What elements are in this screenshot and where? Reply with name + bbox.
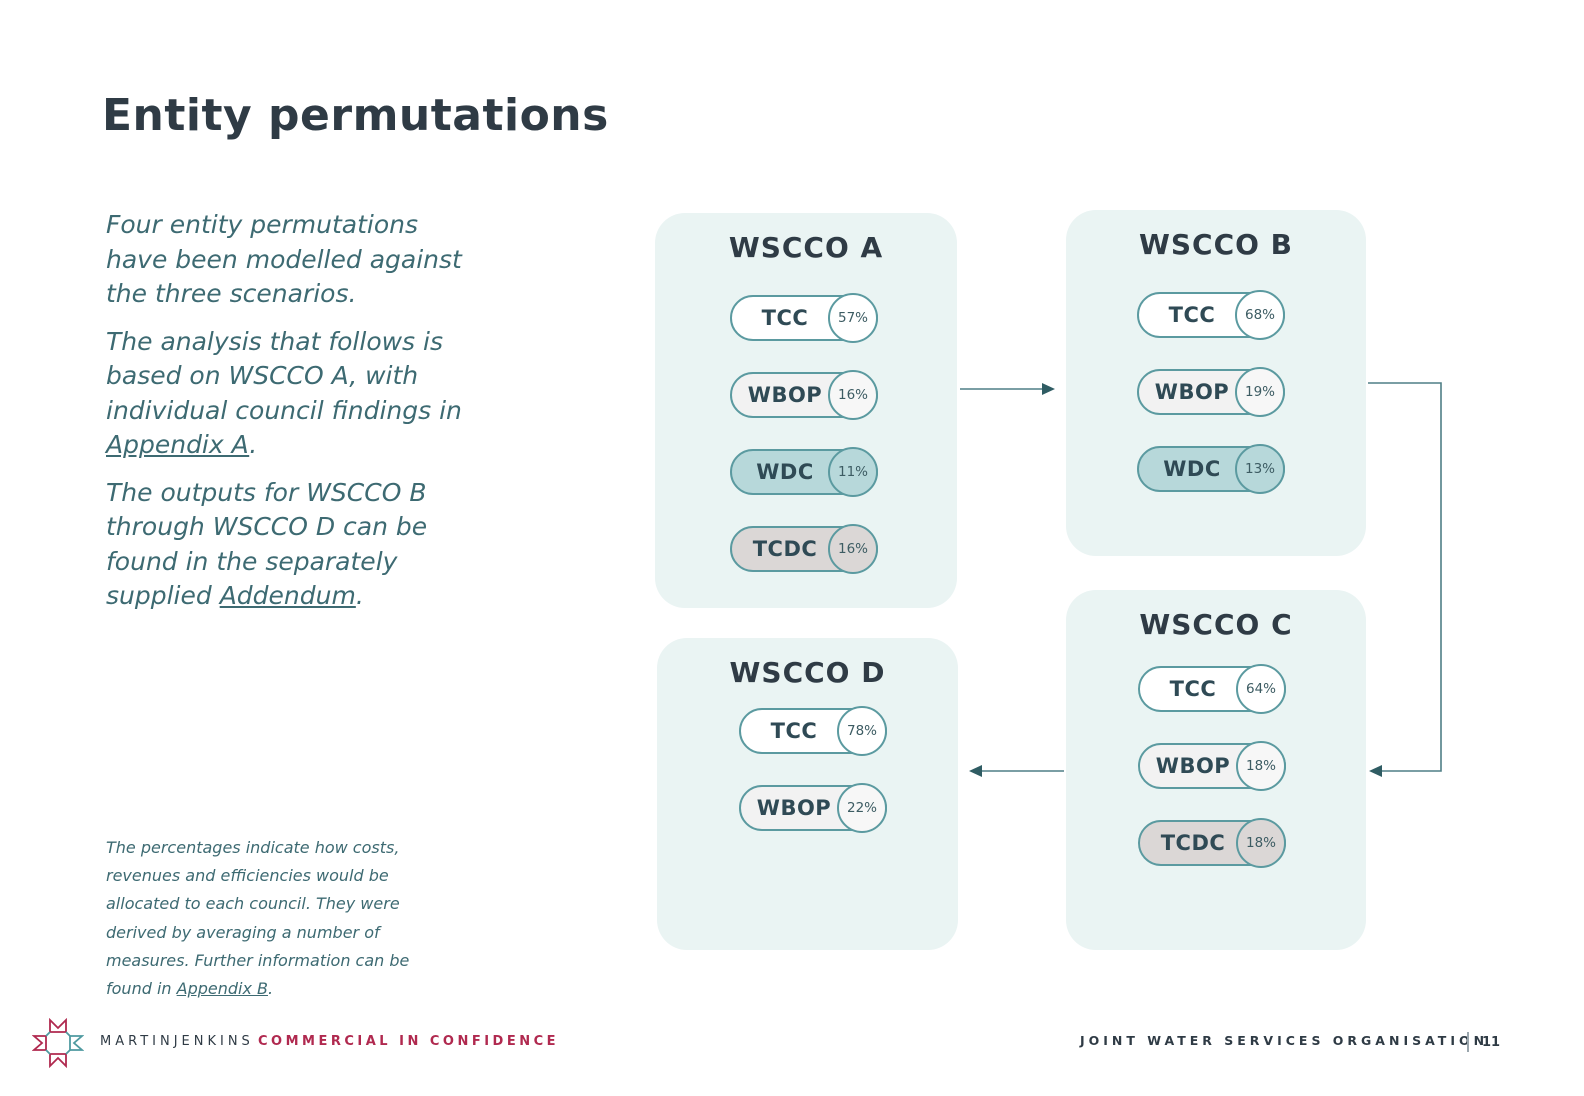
panel-wscco-b: WSCCO B TCC 68% WBOP 19% WDC 13% [1066, 210, 1366, 556]
entity-pill: WBOP 22% [739, 783, 887, 833]
entity-pill: TCDC 18% [1138, 818, 1286, 868]
entity-pill: TCDC 16% [730, 524, 878, 574]
entity-percentage: 57% [828, 293, 878, 343]
entity-label: WBOP [756, 796, 832, 820]
footnote-text: The percentages indicate how costs, reve… [106, 834, 446, 1003]
entity-label: WDC [1163, 457, 1221, 481]
arrowhead-icon [969, 765, 982, 777]
entity-percentage: 18% [1236, 741, 1286, 791]
footer-divider [1467, 1032, 1469, 1052]
entity-percentage: 16% [828, 370, 878, 420]
paragraph-2-end: . [249, 430, 258, 459]
appendix-b-link[interactable]: Appendix B [176, 979, 268, 999]
confidentiality-label: COMMERCIAL IN CONFIDENCE [258, 1034, 560, 1049]
panel-title-wscco-a: WSCCO A [728, 231, 884, 264]
entity-label: TCDC [1160, 831, 1226, 855]
entity-label: WDC [756, 460, 814, 484]
paragraph-3: The outputs for WSCCO B through WSCCO D … [106, 476, 486, 614]
appendix-a-link[interactable]: Appendix A [106, 430, 250, 459]
entity-pill: WBOP 18% [1138, 741, 1286, 791]
entity-label: TCC [1168, 303, 1216, 327]
entity-percentage: 18% [1236, 818, 1286, 868]
entity-percentage: 13% [1235, 444, 1285, 494]
footnote-body: The percentages indicate how costs, reve… [106, 838, 410, 999]
entity-label: WBOP [1154, 380, 1230, 404]
entity-pill: WBOP 16% [730, 370, 878, 420]
arrow-b-to-c [1368, 382, 1442, 772]
paragraph-2-text: The analysis that follows is based on WS… [106, 326, 462, 425]
panel-wscco-a: WSCCO A TCC 57% WBOP 16% WDC 11% TCDC 16… [655, 213, 957, 608]
organisation-name: JOINT WATER SERVICES ORGANISATION [1080, 1033, 1489, 1048]
entity-label: TCC [761, 306, 809, 330]
panel-title-wscco-d: WSCCO D [729, 656, 886, 689]
page-title: Entity permutations [102, 90, 609, 141]
entity-percentage: 16% [828, 524, 878, 574]
entity-pill: WDC 11% [730, 447, 878, 497]
entity-label: WBOP [747, 383, 823, 407]
entity-pill: TCC 57% [730, 293, 878, 343]
paragraph-3-end: . [355, 581, 364, 610]
entity-percentage: 64% [1236, 664, 1286, 714]
paragraph-3-text: The outputs for WSCCO B through WSCCO D … [106, 477, 428, 611]
panel-wscco-c: WSCCO C TCC 64% WBOP 18% TCDC 18% [1066, 590, 1366, 950]
entity-percentage: 68% [1235, 290, 1285, 340]
paragraph-1: Four entity permutations have been model… [106, 210, 462, 308]
panel-title-wscco-b: WSCCO B [1138, 228, 1294, 261]
page-number: 11 [1482, 1035, 1501, 1050]
entity-percentage: 22% [837, 783, 887, 833]
entity-pill: TCC 64% [1138, 664, 1286, 714]
entity-percentage: 19% [1235, 367, 1285, 417]
entity-pill: WDC 13% [1137, 444, 1285, 494]
entity-percentage: 11% [828, 447, 878, 497]
panel-title-wscco-c: WSCCO C [1139, 608, 1293, 641]
entity-label: TCC [1169, 677, 1217, 701]
footnote: The percentages indicate how costs, reve… [106, 834, 446, 1003]
footnote-end: . [268, 979, 274, 999]
arrowhead-icon [1042, 383, 1055, 395]
paragraph-2: The analysis that follows is based on WS… [106, 325, 486, 463]
entity-pill: TCC 78% [739, 706, 887, 756]
panel-wscco-d: WSCCO D TCC 78% WBOP 22% [657, 638, 958, 950]
addendum-link[interactable]: Addendum [219, 581, 356, 610]
arrowhead-icon [1369, 765, 1382, 777]
entity-label: WBOP [1155, 754, 1231, 778]
entity-label: TCC [770, 719, 818, 743]
entity-percentage: 78% [837, 706, 887, 756]
body-text: Four entity permutations have been model… [106, 208, 486, 627]
entity-pill: WBOP 19% [1137, 367, 1285, 417]
martinjenkins-logo-icon [32, 1018, 84, 1068]
entity-label: TCDC [752, 537, 818, 561]
brand-name: MARTINJENKINS [100, 1034, 254, 1049]
entity-pill: TCC 68% [1137, 290, 1285, 340]
